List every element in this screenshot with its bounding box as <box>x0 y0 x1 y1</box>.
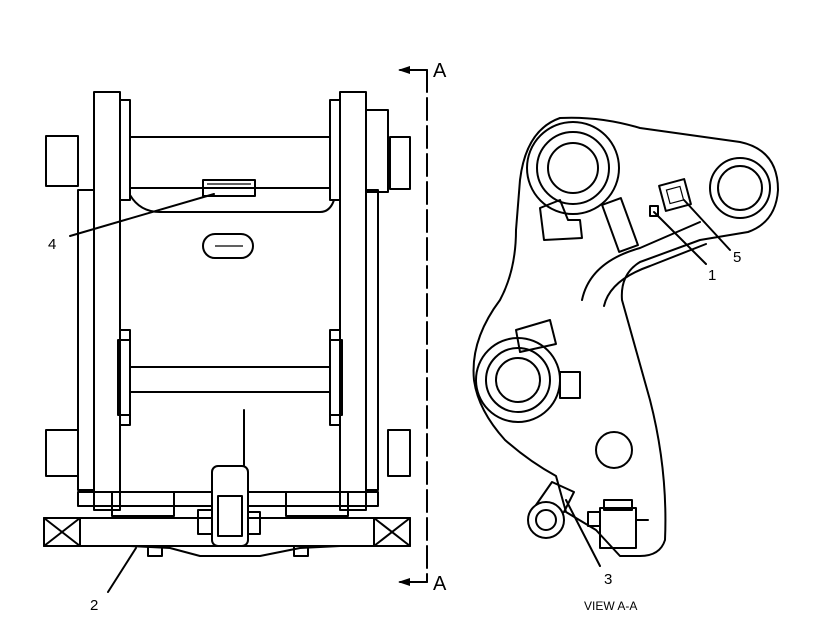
section-mark-bottom: A <box>433 573 447 595</box>
callout-2: 2 <box>90 597 98 614</box>
leaders <box>69 193 731 593</box>
callout-4: 4 <box>48 236 56 253</box>
callout-1: 1 <box>708 267 716 284</box>
callout-5: 5 <box>733 249 741 266</box>
side-view <box>472 116 779 557</box>
view-caption: VIEW A-A <box>584 599 637 613</box>
callout-3: 3 <box>604 571 612 588</box>
section-mark-top: A <box>433 60 447 82</box>
front-view <box>43 66 428 586</box>
